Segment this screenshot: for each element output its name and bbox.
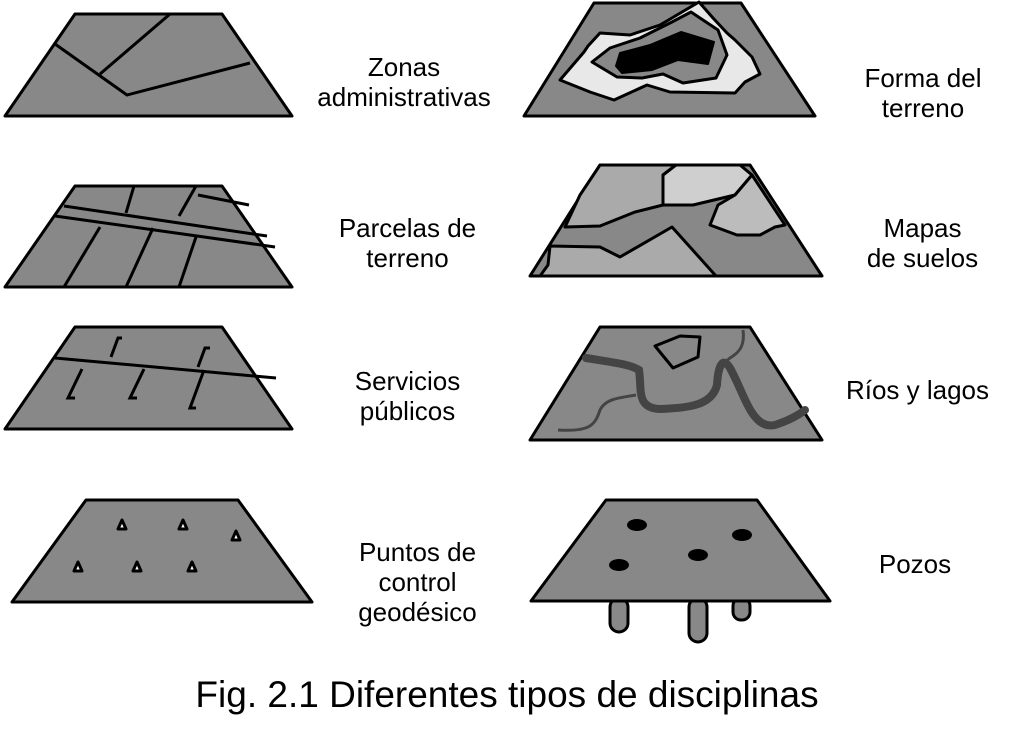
label-parcelas-de-terreno: Parcelas de terreno: [315, 213, 500, 273]
label-line: terreno: [881, 93, 965, 123]
label-line: Forma del: [864, 63, 982, 93]
label-line: administrativas: [317, 82, 491, 112]
wells-plane: [529, 498, 832, 644]
rivers-lakes-plane: [528, 325, 824, 442]
public-utilities-plane: [3, 325, 294, 431]
land-parcels-plane: [3, 184, 294, 289]
geodetic-control-plane: [10, 498, 314, 604]
label-line: Parcelas de: [338, 213, 477, 243]
label-rios-y-lagos: Ríos y lagos: [830, 375, 1005, 405]
label-line: Zonas: [367, 52, 441, 82]
label-line: control: [378, 567, 457, 597]
label-puntos-de-control-geodesico: Puntos de control geodésico: [330, 537, 505, 627]
label-line: Pozos: [878, 549, 952, 579]
label-line: geodésico: [358, 597, 477, 627]
label-pozos: Pozos: [845, 549, 985, 579]
label-mapas-de-suelos: Mapas de suelos: [845, 213, 1000, 273]
label-line: terreno: [366, 243, 449, 273]
label-line: Puntos de: [358, 537, 477, 567]
terrain-contour-plane: [522, 0, 817, 118]
label-line: Servicios: [354, 366, 461, 396]
label-zonas-administrativas: Zonas administrativas: [305, 52, 503, 112]
label-line: de suelos: [866, 243, 979, 273]
soil-map-plane: [528, 163, 824, 278]
label-line: Mapas: [883, 213, 962, 243]
label-line: Ríos y lagos: [845, 375, 990, 405]
administrative-zones-plane: [3, 12, 294, 118]
figure-caption: Fig. 2.1 Diferentes tipos de disciplinas: [195, 674, 819, 715]
label-forma-del-terreno: Forma del terreno: [838, 63, 1008, 123]
label-servicios-publicos: Servicios públicos: [320, 366, 495, 426]
label-line: públicos: [359, 396, 456, 426]
